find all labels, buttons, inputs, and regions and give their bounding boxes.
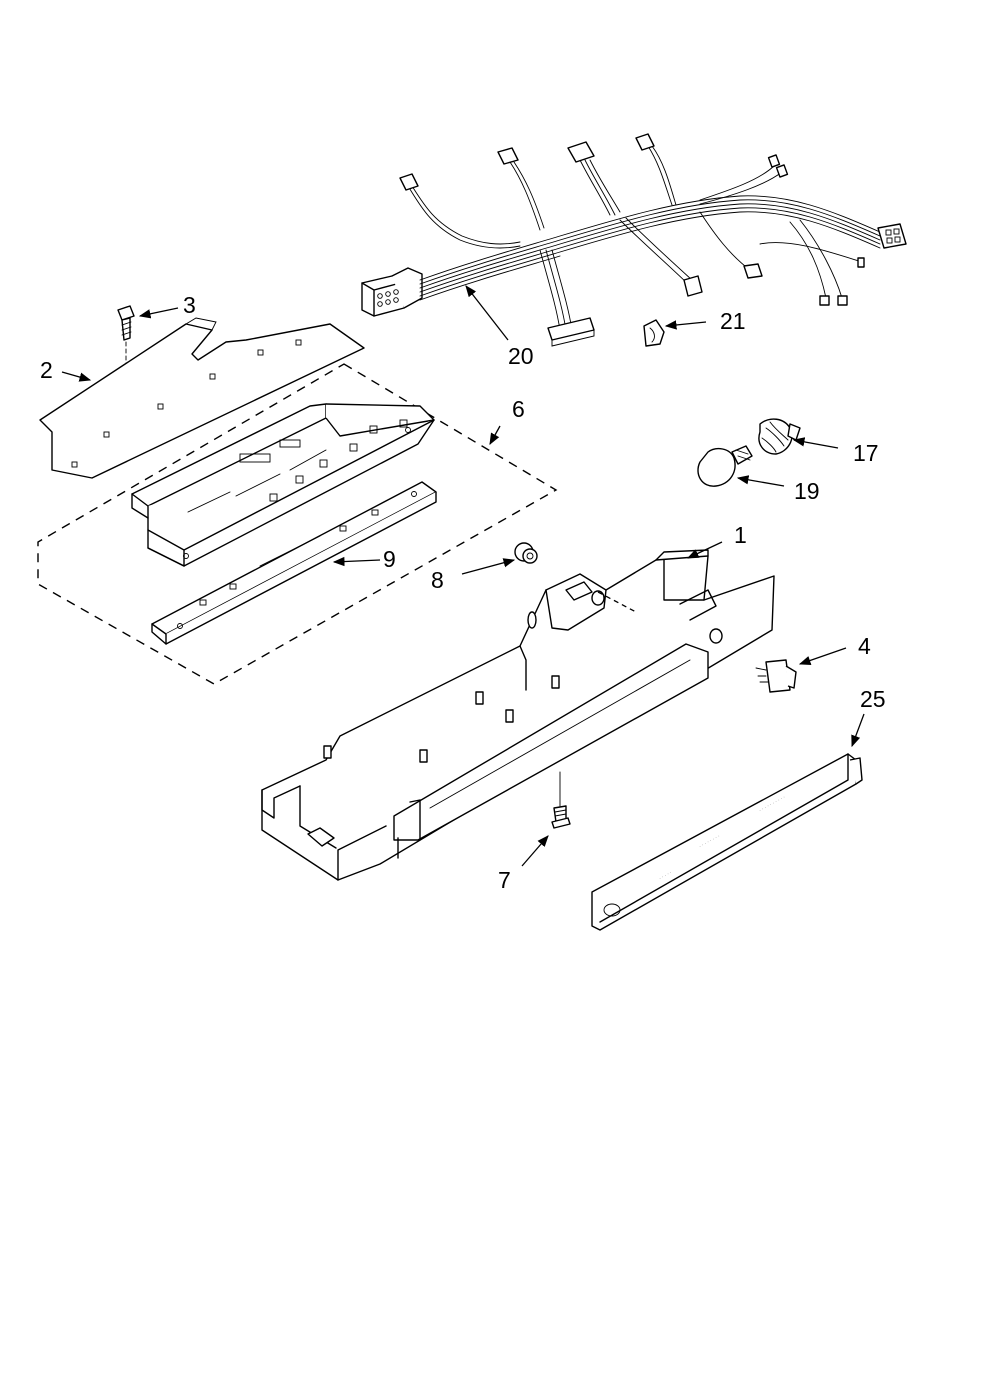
callout-9: 9 <box>383 546 396 572</box>
callout-25: 25 <box>860 686 886 712</box>
screw-7-part <box>551 771 571 829</box>
harness-wire-bundle <box>419 195 881 301</box>
wire-clip-part <box>643 319 665 347</box>
grommet-part <box>514 542 538 564</box>
callout-8: 8 <box>431 567 444 593</box>
callout-2: 2 <box>40 357 53 383</box>
screw-3-part <box>117 305 135 374</box>
harness-connector-d <box>635 133 655 151</box>
callout-21: 21 <box>720 308 746 334</box>
callout-labels: 1 2 3 4 6 7 8 9 17 19 20 21 25 <box>40 292 886 893</box>
harness-connector-g <box>683 275 703 297</box>
door-switch-part <box>755 659 797 693</box>
harness-connector-b <box>497 147 519 165</box>
harness-connector-c <box>567 141 595 163</box>
control-housing-part <box>261 549 775 881</box>
callout-1: 1 <box>734 522 747 548</box>
harness-connector-f <box>547 317 595 341</box>
callout-19: 19 <box>794 478 820 504</box>
callout-3: 3 <box>183 292 196 318</box>
control-board-part <box>131 403 435 567</box>
leader-lines <box>61 285 865 867</box>
harness-main-connector <box>361 267 423 317</box>
harness-connector-e <box>877 223 907 249</box>
harness-connector-a <box>399 173 419 191</box>
callout-4: 4 <box>858 633 871 659</box>
callout-17: 17 <box>853 440 879 466</box>
light-bulb-part <box>697 445 753 487</box>
led-board-part <box>151 481 437 645</box>
callout-7: 7 <box>498 867 511 893</box>
wire-harness-part <box>361 133 907 347</box>
front-panel-part: · · · · · · · · · · · · · · · · · · · · … <box>591 753 863 931</box>
lamp-socket-part <box>758 418 801 455</box>
shield-plate-part <box>39 317 365 479</box>
callout-20: 20 <box>508 343 534 369</box>
callout-6: 6 <box>512 396 525 422</box>
control-board-assembly-outline <box>37 363 558 685</box>
